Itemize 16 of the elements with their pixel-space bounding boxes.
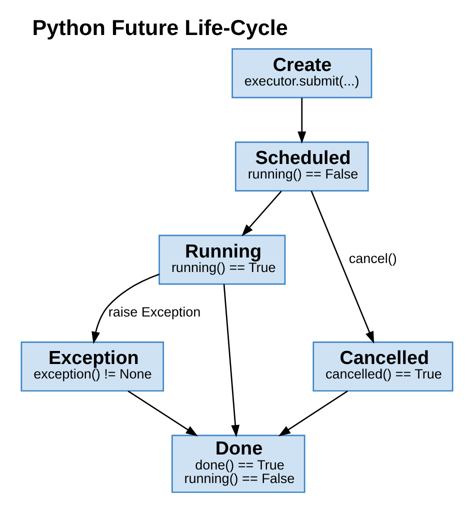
edge-label: raise Exception — [108, 304, 201, 320]
arrow — [310, 190, 374, 344]
node-box: Create executor.submit(...) — [232, 48, 372, 98]
arrow — [223, 284, 240, 438]
node-box: Scheduled running() == False — [234, 141, 369, 192]
arrow — [128, 390, 198, 436]
arrow — [242, 190, 282, 236]
node-box: Running running() == True — [158, 234, 286, 285]
edge-label: cancel() — [348, 251, 397, 266]
node-box: Done done() == True running() == False — [171, 434, 306, 493]
diagram-title: Python Future Life-Cycle — [32, 15, 288, 40]
arrow — [298, 98, 306, 144]
arrow — [278, 390, 348, 436]
arrow — [92, 274, 160, 344]
node-box: Cancelled cancelled() == True — [312, 342, 454, 392]
node-box: Exception exception() != None — [20, 342, 164, 392]
